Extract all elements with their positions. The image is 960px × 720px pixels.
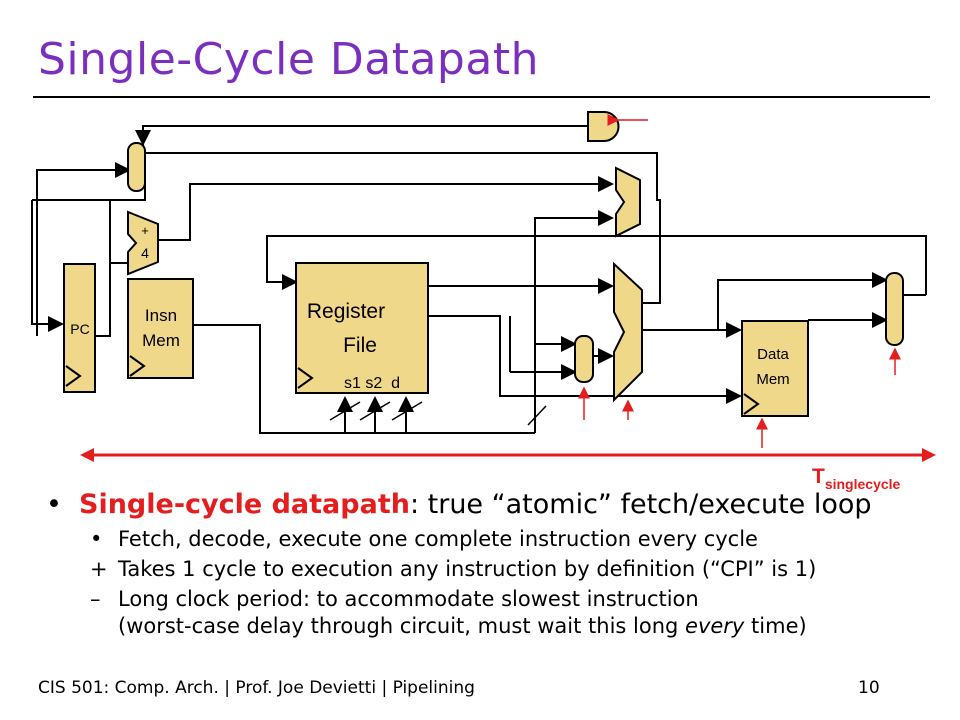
writeback-mux (885, 272, 904, 346)
main-bullet-highlight: Single-cycle datapath (79, 489, 410, 520)
regfile-ports: s1 s2 d (344, 375, 400, 392)
main-bullet: •Single-cycle datapath: true “atomic” fe… (46, 489, 872, 520)
data-mem-line2: Mem (756, 371, 789, 388)
timing-arrow (80, 448, 936, 462)
branch-adder (615, 166, 641, 238)
insn-mem-line2: Mem (142, 331, 180, 350)
regfile-line2: File (343, 334, 377, 357)
adder-four: 4 (141, 245, 149, 261)
insn-mem-line1: Insn (145, 306, 177, 325)
page-number: 10 (858, 678, 880, 698)
adder-plus: + (141, 223, 149, 238)
pc-register (63, 263, 96, 393)
main-bullet-rest: : true “atomic” fetch/execute loop (409, 489, 872, 520)
register-file (295, 262, 429, 394)
pc-label: PC (70, 321, 89, 337)
alu (613, 261, 643, 403)
regfile-line1: Register (307, 300, 385, 323)
insn-mem (127, 278, 194, 379)
title-rule (33, 96, 930, 98)
pc-adder (127, 210, 159, 276)
footer-text: CIS 501: Comp. Arch. | Prof. Joe Deviett… (38, 678, 475, 698)
alu-input-mux (574, 335, 594, 383)
data-mem-line1: Data (757, 346, 789, 363)
data-mem (741, 320, 809, 417)
sub-bullet: –Long clock period: to accommodate slowe… (90, 587, 807, 638)
sub-bullet: •Fetch, decode, execute one complete ins… (90, 527, 758, 551)
slide-title: Single-Cycle Datapath (38, 34, 539, 85)
and-gate (587, 111, 620, 142)
datapath-diagram: PC + 4 Insn Mem Register File s1 s2 d Da… (31, 111, 936, 492)
bullet-list: •Single-cycle datapath: true “atomic” fe… (46, 488, 936, 643)
pc-mux (127, 142, 146, 192)
sub-bullet: +Takes 1 cycle to execution any instruct… (90, 557, 817, 581)
timing-label: Tsinglecycle (812, 465, 901, 492)
